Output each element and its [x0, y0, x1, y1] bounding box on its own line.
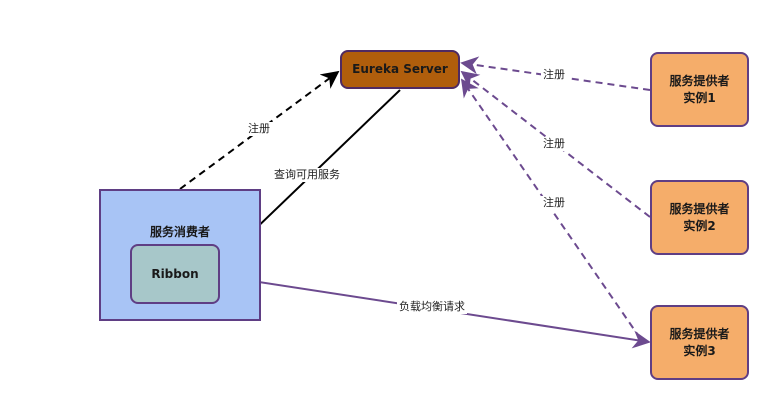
eureka-server-node: Eureka Server [340, 50, 460, 89]
eureka-server-label: Eureka Server [352, 62, 448, 77]
provider-2-instance: 实例2 [683, 218, 716, 233]
provider-3-instance: 实例3 [683, 343, 716, 358]
provider2-register-edge [460, 70, 651, 218]
provider-1-instance: 实例1 [683, 90, 716, 105]
service-consumer-label: 服务消费者 [149, 225, 210, 239]
provider3-register-label: 注册 [541, 196, 567, 210]
provider-instance-1-node: 服务提供者 实例1 [650, 52, 749, 127]
provider-instance-2-node: 服务提供者 实例2 [650, 180, 749, 255]
provider-1-title: 服务提供者 [669, 74, 730, 89]
provider-3-title: 服务提供者 [669, 327, 730, 342]
query-services-label: 查询可用服务 [272, 168, 342, 182]
provider2-register-label: 注册 [541, 137, 567, 151]
consumer-register-label: 注册 [246, 122, 272, 136]
provider1-register-edge [460, 56, 651, 91]
load-balance-label: 负载均衡请求 [397, 300, 467, 314]
ribbon-label: Ribbon [151, 266, 199, 281]
provider-instance-3-node: 服务提供者 实例3 [650, 305, 749, 380]
provider1-register-label: 注册 [541, 68, 567, 82]
provider-2-title: 服务提供者 [669, 202, 730, 217]
ribbon-node: Ribbon [130, 244, 220, 304]
